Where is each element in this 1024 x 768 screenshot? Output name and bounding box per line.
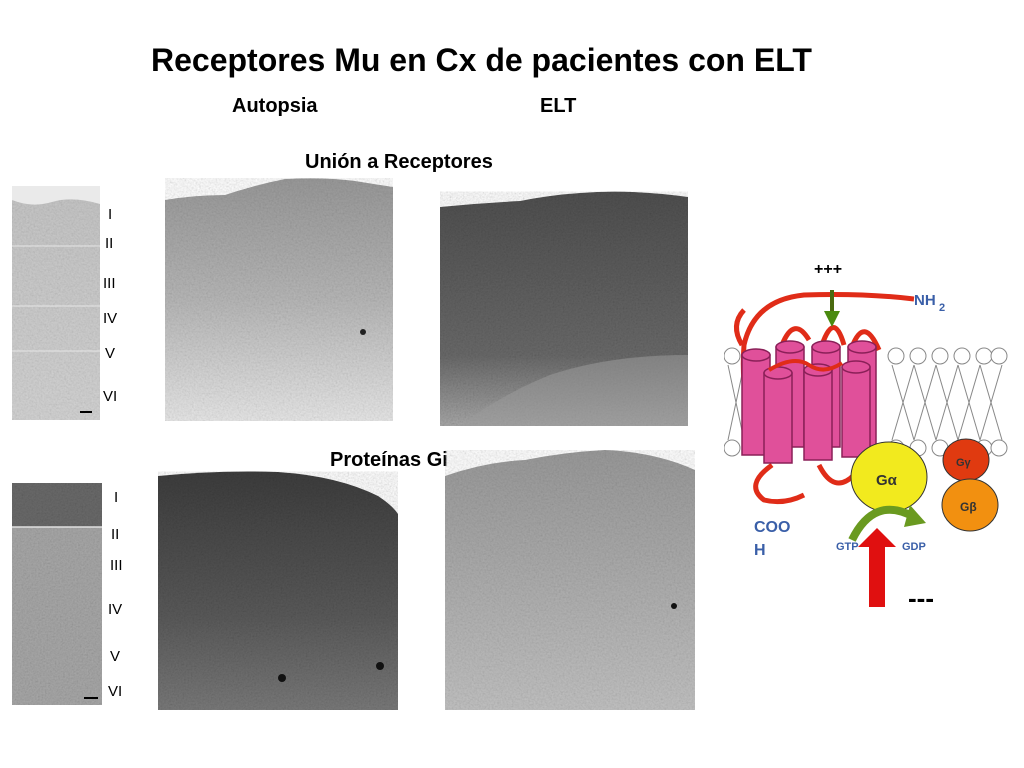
histology-strip-bottom bbox=[12, 483, 102, 705]
layer-label: II bbox=[105, 235, 114, 252]
cooh-label-1: COO bbox=[754, 519, 790, 536]
minus-label: --- bbox=[908, 583, 934, 613]
galpha-label: Gα bbox=[876, 472, 898, 489]
ggamma-label: Gγ bbox=[956, 457, 972, 469]
column-label-elt: ELT bbox=[540, 95, 577, 117]
autoradiograph-gi-elt bbox=[445, 448, 695, 710]
layer-label: II bbox=[111, 526, 120, 543]
column-label-autopsia: Autopsia bbox=[232, 95, 318, 117]
plus-label: +++ bbox=[814, 261, 842, 278]
gtp-label: GTP bbox=[836, 541, 859, 553]
autoradiograph-binding-autopsia bbox=[165, 175, 393, 421]
layer-label: V bbox=[105, 345, 116, 362]
cooh-label-2: H bbox=[754, 542, 766, 559]
section-label-gproteins: Proteínas Gi bbox=[330, 449, 448, 471]
receptor-gprotein-diagram: +++ NH 2 COO H Gα Gγ Gβ GTP GDP --- bbox=[724, 255, 1014, 625]
section-label-binding: Unión a Receptores bbox=[305, 151, 493, 173]
nh2-label: NH bbox=[914, 292, 936, 309]
layer-label: V bbox=[110, 648, 121, 665]
gdp-label: GDP bbox=[902, 541, 926, 553]
layer-label: VI bbox=[108, 683, 123, 700]
gbeta-label: Gβ bbox=[960, 500, 977, 514]
layer-label: I bbox=[114, 489, 119, 506]
nh2-subscript: 2 bbox=[939, 302, 945, 314]
layer-label: IV bbox=[108, 601, 123, 618]
layer-label: IV bbox=[103, 310, 118, 327]
autoradiograph-binding-elt bbox=[440, 185, 688, 426]
layer-label: III bbox=[110, 557, 123, 574]
layer-label: I bbox=[108, 206, 113, 223]
layer-label: VI bbox=[103, 388, 118, 405]
layer-label: III bbox=[103, 275, 116, 292]
lipid-bilayer bbox=[724, 347, 1008, 457]
page-title: Receptores Mu en Cx de pacientes con ELT bbox=[151, 42, 812, 78]
histology-strip-top bbox=[12, 186, 100, 420]
autoradiograph-gi-autopsia bbox=[158, 466, 398, 710]
